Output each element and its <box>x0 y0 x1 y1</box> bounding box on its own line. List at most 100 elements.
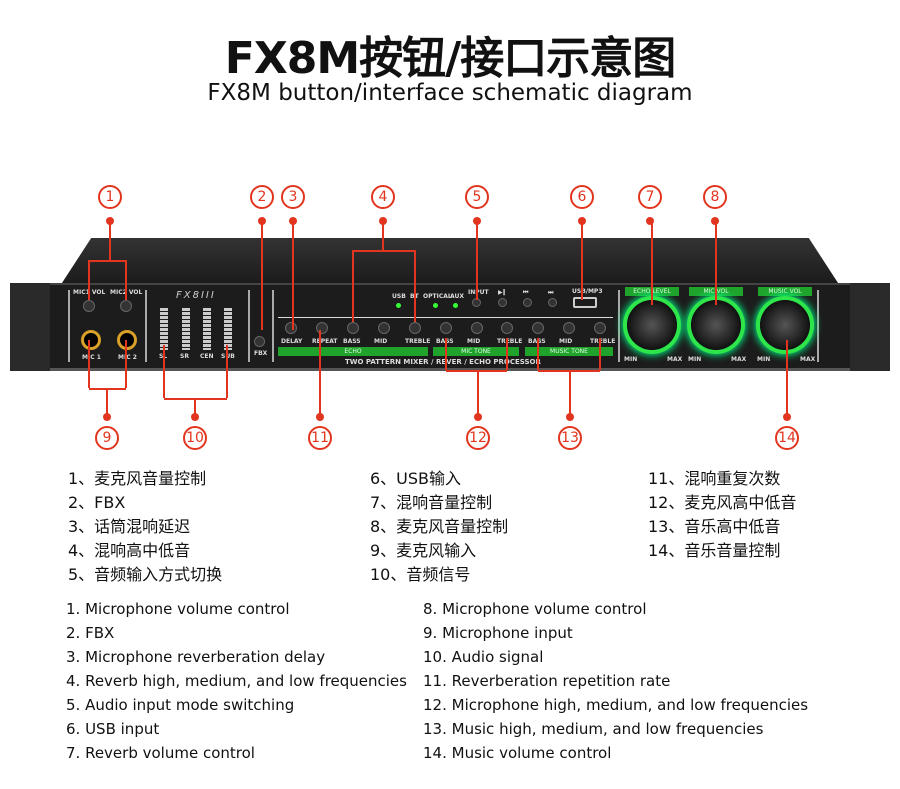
chassis-top <box>60 238 840 286</box>
divider <box>272 290 274 362</box>
next-icon[interactable]: ⏭ <box>548 289 554 296</box>
music-bass-knob[interactable] <box>532 322 544 334</box>
rack-ear-left <box>10 283 50 371</box>
callout-1: 1 <box>98 185 122 209</box>
echo-delay-knob[interactable] <box>285 322 297 334</box>
callout-line <box>352 250 354 322</box>
music-tone-bar: MUSIC TONE <box>525 347 613 356</box>
input-label: INPUT <box>468 289 489 296</box>
mic-vol-knob[interactable] <box>691 300 741 350</box>
big-knob-label: MUSIC VOL <box>758 287 812 296</box>
echo-bass-knob[interactable] <box>347 322 359 334</box>
previous-button[interactable] <box>523 298 532 307</box>
cn-list-item: 1、麦克风音量控制 <box>68 469 207 488</box>
processor-label: TWO PATTERN MIXER / REVER / ECHO PROCESS… <box>345 358 541 366</box>
callout-line <box>125 340 127 388</box>
play-pause-button[interactable] <box>498 298 507 307</box>
echo-treble-knob[interactable] <box>409 322 421 334</box>
cn-list-item: 9、麦克风输入 <box>370 541 477 560</box>
mic1-jack[interactable] <box>81 330 101 350</box>
cn-list-item: 5、音频输入方式切换 <box>68 565 223 584</box>
callout-line <box>651 221 653 305</box>
en-list-item: 9. Microphone input <box>423 624 573 642</box>
en-list-item: 4. Reverb high, medium, and low frequenc… <box>66 672 407 690</box>
mic2-vol-knob[interactable] <box>120 300 132 312</box>
callout-line <box>506 338 508 370</box>
led-aux <box>453 303 458 308</box>
callout-dot <box>316 413 324 421</box>
callout-line <box>319 330 321 417</box>
callout-line <box>537 338 539 370</box>
en-list-item: 8. Microphone volume control <box>423 600 647 618</box>
mic1-vol-knob[interactable] <box>83 300 95 312</box>
echo-repeat-knob[interactable] <box>316 322 328 334</box>
callout-line <box>538 370 600 372</box>
knob-label: BASS <box>528 338 546 345</box>
callout-line <box>89 388 126 390</box>
source-label: AUX <box>450 293 464 300</box>
page-subtitle: FX8M button/interface schematic diagram <box>207 80 693 106</box>
level-meter <box>224 308 232 350</box>
callout-dot <box>103 413 111 421</box>
callout-line <box>382 221 384 250</box>
echo-bar: ECHO <box>278 347 428 356</box>
knob-label: MID <box>559 338 573 345</box>
cn-list-item: 13、音乐高中低音 <box>648 517 781 536</box>
divider <box>618 290 620 362</box>
cn-list-item: 3、话筒混响延迟 <box>68 517 191 536</box>
callout-line <box>88 340 90 388</box>
callout-dot <box>191 413 199 421</box>
callout-2: 2 <box>250 185 274 209</box>
callout-dot <box>474 413 482 421</box>
divider <box>817 290 819 362</box>
max-label: MAX <box>731 356 747 363</box>
en-list-item: 6. USB input <box>66 720 160 738</box>
callout-3: 3 <box>281 185 305 209</box>
mic2-jack[interactable] <box>117 330 137 350</box>
source-label: USB <box>392 293 406 300</box>
min-label: MIN <box>624 356 638 363</box>
en-list-item: 13. Music high, medium, and low frequenc… <box>423 720 764 738</box>
callout-dot <box>566 413 574 421</box>
next-button[interactable] <box>548 298 557 307</box>
music-vol-knob[interactable] <box>760 300 810 350</box>
callout-12: 12 <box>466 426 490 450</box>
model-logo: FX8III <box>176 290 216 301</box>
page-title: FX8M按钮/接口示意图 <box>224 33 676 84</box>
echo-level-knob[interactable] <box>627 300 677 350</box>
callout-line <box>715 221 717 305</box>
echo-mid-knob[interactable] <box>378 322 390 334</box>
usb-port[interactable] <box>573 297 597 308</box>
previous-icon[interactable]: ⏮ <box>523 289 529 296</box>
meter-label: SR <box>180 353 189 360</box>
callout-5: 5 <box>465 185 489 209</box>
en-list-item: 5. Audio input mode switching <box>66 696 295 714</box>
panel-line <box>278 317 613 318</box>
fbx-button[interactable] <box>254 336 265 347</box>
callout-line <box>292 221 294 330</box>
callout-line <box>261 221 263 330</box>
knob-label: BASS <box>436 338 454 345</box>
music-treble-knob[interactable] <box>594 322 606 334</box>
music-mid-knob[interactable] <box>563 322 575 334</box>
knob-label: TREBLE <box>590 338 616 345</box>
callout-line <box>599 338 601 370</box>
play-pause-icon[interactable]: ▶‖ <box>498 289 506 296</box>
led-usb <box>396 303 401 308</box>
mic-treble-knob[interactable] <box>501 322 513 334</box>
mic-bass-knob[interactable] <box>440 322 452 334</box>
rack-ear-right <box>850 283 890 371</box>
en-list-item: 11. Reverberation repetition rate <box>423 672 671 690</box>
mic1-label: MIC 1 <box>82 354 101 361</box>
level-meter <box>160 308 168 350</box>
fbx-label: FBX <box>254 350 268 357</box>
max-label: MAX <box>800 356 816 363</box>
knob-label: TREBLE <box>405 338 431 345</box>
meter-label: CEN <box>200 353 214 360</box>
mic-mid-knob[interactable] <box>471 322 483 334</box>
usb-label: USB/MP3 <box>572 288 603 295</box>
callout-line <box>581 221 583 300</box>
cn-list-item: 8、麦克风音量控制 <box>370 517 509 536</box>
callout-line <box>164 398 227 400</box>
callout-7: 7 <box>638 185 662 209</box>
